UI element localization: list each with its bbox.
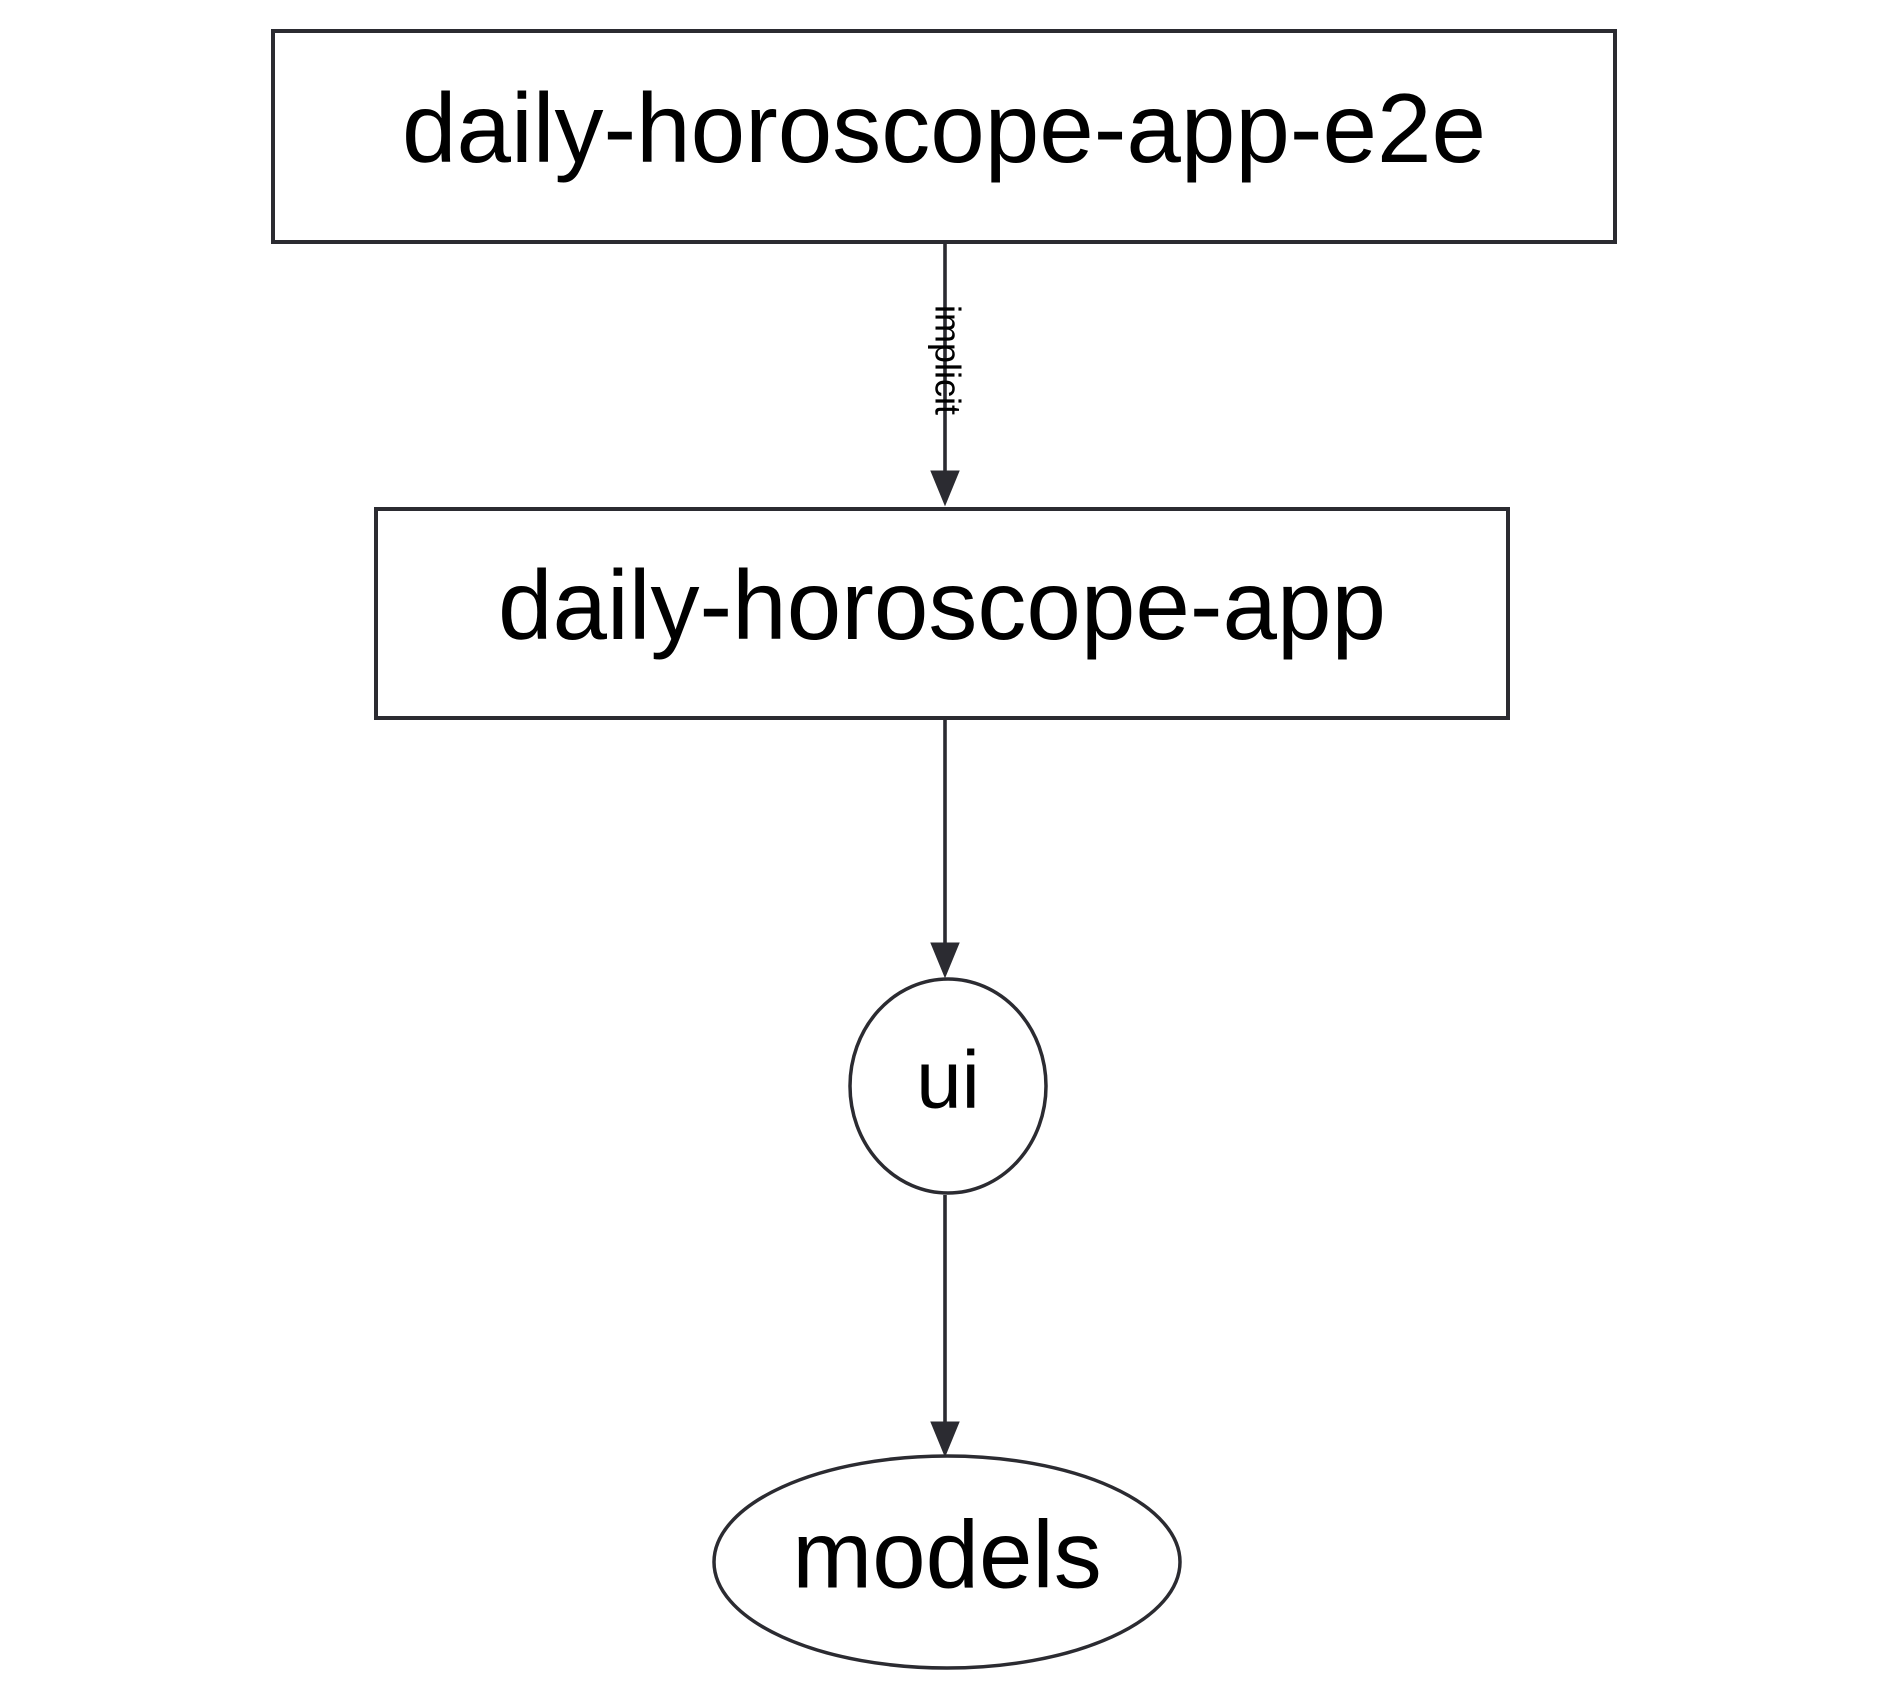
node-shape-rect [271, 29, 1617, 244]
node-daily-horoscope-app[interactable]: daily-horoscope-app [374, 507, 1510, 720]
node-daily-horoscope-app-e2e[interactable]: daily-horoscope-app-e2e [271, 29, 1617, 244]
node-models[interactable]: models [712, 1454, 1182, 1670]
arrowhead-icon [930, 470, 960, 507]
arrowhead-icon [930, 942, 960, 979]
node-ui[interactable]: ui [848, 977, 1048, 1195]
node-label-daily-horoscope-app-e2e: daily-horoscope-app-e2e [402, 73, 1486, 183]
node-label-models: models [792, 1501, 1101, 1608]
node-label-daily-horoscope-app: daily-horoscope-app [498, 550, 1386, 660]
edge-e2e-to-app[interactable]: implicit [927, 244, 968, 507]
arrowhead-icon [930, 1421, 960, 1458]
node-label-ui: ui [916, 1035, 980, 1126]
node-shape-rect [374, 507, 1510, 720]
edge-label-implicit: implicit [927, 305, 968, 415]
node-shape-ellipse [712, 1454, 1182, 1670]
edge-app-to-ui[interactable] [930, 720, 960, 979]
node-shape-ellipse [848, 977, 1048, 1195]
edge-ui-to-models[interactable] [930, 1195, 960, 1458]
